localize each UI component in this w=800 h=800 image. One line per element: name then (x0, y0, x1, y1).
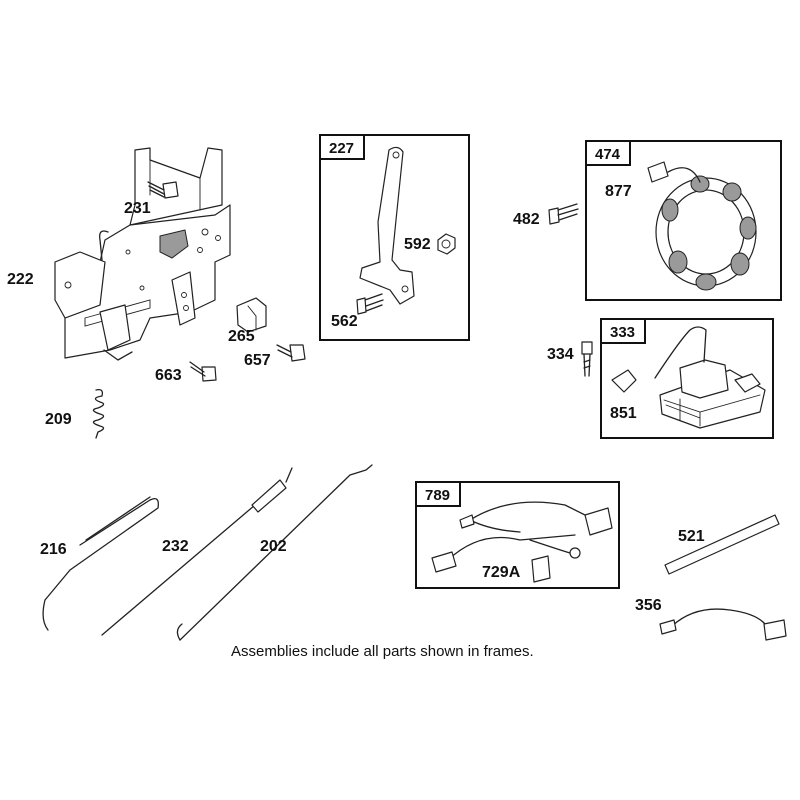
part-label-851: 851 (610, 405, 637, 422)
part-label-663: 663 (155, 367, 182, 384)
part-label-222: 222 (7, 271, 34, 288)
frame-474-label: 474 (595, 146, 621, 163)
part-label-521: 521 (678, 528, 705, 545)
part-label-482: 482 (513, 211, 540, 228)
assemblies-note: Assemblies include all parts shown in fr… (231, 643, 534, 660)
frame-474: 474 (585, 140, 782, 301)
part-label-231: 231 (124, 200, 151, 217)
part-label-209: 209 (45, 411, 72, 428)
frame-789-label: 789 (425, 487, 450, 504)
part-label-562: 562 (331, 313, 358, 330)
frame-789: 789 (415, 481, 620, 589)
part-label-334: 334 (547, 346, 574, 363)
screw-663-part (189, 361, 217, 382)
part-label-729A: 729A (482, 564, 521, 581)
part-label-265: 265 (228, 328, 255, 345)
frame-227: 227 (319, 134, 470, 341)
clip-265-part (236, 297, 267, 333)
bolt-334-part (581, 341, 593, 377)
choke-link-202-part (176, 464, 373, 641)
bolt-231-part (147, 181, 179, 199)
part-label-216: 216 (40, 541, 67, 558)
part-label-202: 202 (260, 538, 287, 555)
bolt-482-part (548, 203, 579, 225)
part-label-232: 232 (162, 538, 189, 555)
screw-657-part (276, 344, 306, 362)
spring-209-part (92, 388, 105, 439)
part-label-356: 356 (635, 597, 662, 614)
frame-333: 333 (600, 318, 774, 439)
ground-wire-356-part (659, 608, 787, 641)
part-label-657: 657 (244, 352, 271, 369)
link-rod-216-part (42, 496, 159, 631)
control-bracket-part (54, 147, 231, 361)
part-label-877: 877 (605, 183, 632, 200)
frame-333-label: 333 (610, 324, 635, 341)
frame-227-label: 227 (329, 140, 354, 157)
governor-rod-232-part (101, 467, 293, 636)
part-label-592: 592 (404, 236, 431, 253)
fuel-tube-521-part (664, 514, 780, 575)
